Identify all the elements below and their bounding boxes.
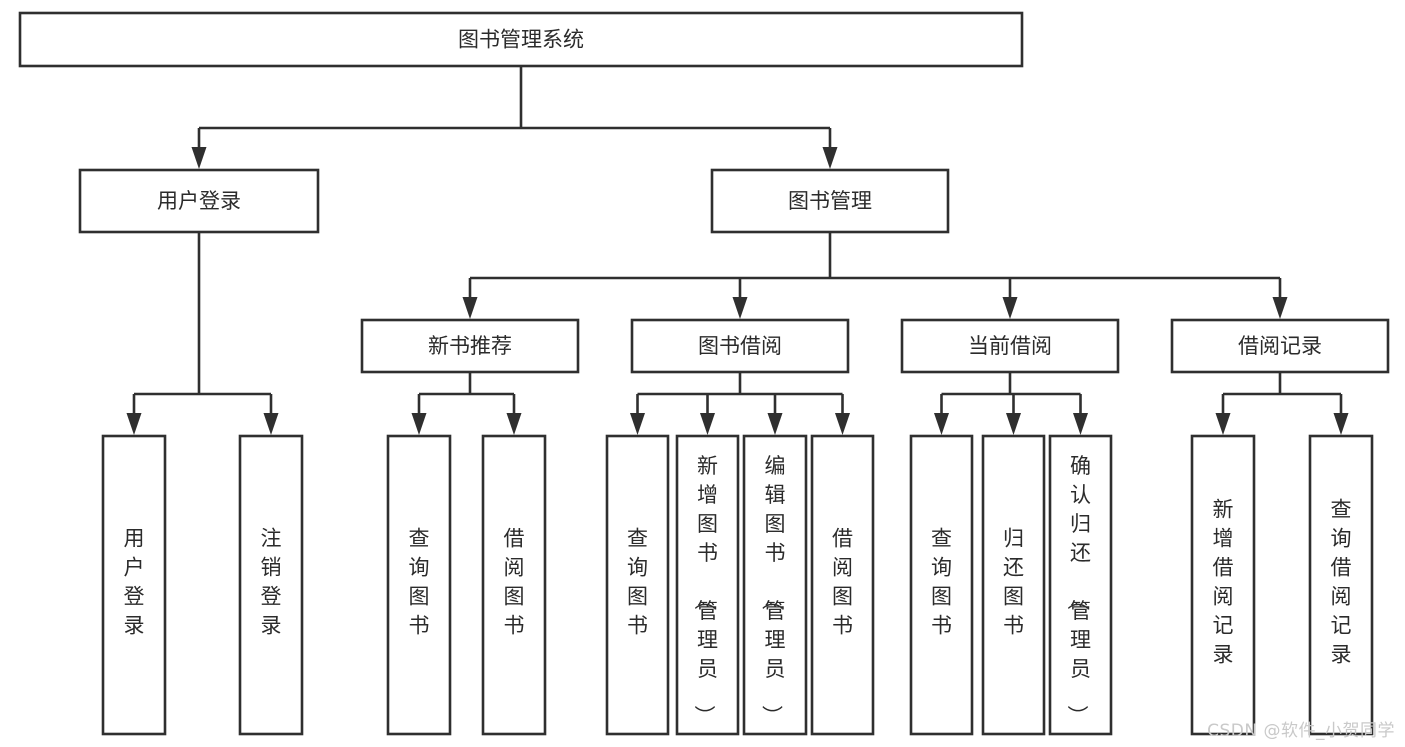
edge-arrowhead [822, 147, 838, 169]
node-box[interactable] [1170, 318, 1390, 374]
node-box[interactable] [630, 318, 850, 374]
node-new-book-rec[interactable]: 新书推荐 [360, 318, 580, 374]
edges-layer [126, 66, 1349, 435]
node-label: 查询图书 [627, 527, 648, 638]
node-leaf-user-logout[interactable]: 注销登录 [238, 434, 304, 736]
edge-arrowhead [191, 147, 207, 169]
edge-group-root [191, 66, 838, 169]
node-leaf-return-book[interactable]: 归还图书 [981, 434, 1046, 736]
node-box[interactable] [18, 11, 1024, 68]
node-label: 确认归还（管理员） [1065, 454, 1091, 726]
node-label: 图书管理 [788, 189, 872, 213]
node-box[interactable] [238, 434, 304, 736]
node-label: 归还图书 [1003, 527, 1024, 638]
node-box[interactable] [1190, 434, 1256, 736]
node-label: 当前借阅 [968, 334, 1052, 358]
node-box[interactable] [675, 434, 740, 736]
node-box[interactable] [742, 434, 808, 736]
node-label: 新增借阅记录 [1213, 498, 1234, 667]
node-current-borrow[interactable]: 当前借阅 [900, 318, 1120, 374]
node-leaf-borrow-book-a[interactable]: 借阅图书 [481, 434, 547, 736]
edge-group-current-borrow [934, 372, 1088, 435]
edge-arrowhead [1006, 413, 1021, 435]
node-box[interactable] [909, 434, 974, 736]
node-label: 编辑图书（管理员） [760, 454, 786, 726]
node-leaf-user-login[interactable]: 用户登录 [101, 434, 167, 736]
node-label: 新增图书（管理员） [692, 454, 718, 726]
node-root[interactable]: 图书管理系统 [18, 11, 1024, 68]
edge-arrowhead [263, 413, 279, 435]
edge-group-user-login [126, 232, 279, 435]
node-box[interactable] [900, 318, 1120, 374]
node-leaf-query-record[interactable]: 查询借阅记录 [1308, 434, 1374, 736]
node-leaf-add-record[interactable]: 新增借阅记录 [1190, 434, 1256, 736]
node-box[interactable] [101, 434, 167, 736]
edge-arrowhead [732, 297, 748, 319]
edge-arrowhead [411, 413, 427, 435]
node-leaf-borrow-book-b[interactable]: 借阅图书 [810, 434, 875, 736]
node-leaf-add-book[interactable]: 新增图书（管理员） [675, 434, 740, 736]
node-box[interactable] [981, 434, 1046, 736]
edge-arrowhead [1002, 297, 1018, 319]
edge-group-book-borrow [630, 372, 850, 435]
edge-arrowhead [767, 413, 783, 435]
node-label: 新书推荐 [428, 334, 512, 358]
node-label: 注销登录 [261, 527, 282, 638]
node-box[interactable] [710, 168, 950, 234]
node-label: 借阅记录 [1238, 334, 1322, 358]
edge-arrowhead [835, 413, 850, 435]
edge-arrowhead [1272, 297, 1288, 319]
node-label: 用户登录 [157, 189, 241, 213]
node-box[interactable] [360, 318, 580, 374]
edge-arrowhead [462, 297, 478, 319]
edge-arrowhead [934, 413, 949, 435]
node-label: 查询图书 [931, 527, 952, 638]
node-label: 借阅图书 [832, 527, 853, 638]
node-box[interactable] [386, 434, 452, 736]
node-leaf-edit-book[interactable]: 编辑图书（管理员） [742, 434, 808, 736]
edge-group-book-mgmt [462, 232, 1288, 319]
node-box[interactable] [605, 434, 670, 736]
node-label: 图书借阅 [698, 334, 782, 358]
node-leaf-query-book-c[interactable]: 查询图书 [909, 434, 974, 736]
node-label: 借阅图书 [504, 527, 525, 638]
csdn-watermark: CSDN @软件_小贺同学 [1207, 721, 1395, 741]
node-box[interactable] [78, 168, 320, 234]
nodes-layer: 图书管理系统用户登录图书管理新书推荐图书借阅当前借阅借阅记录用户登录注销登录查询… [18, 11, 1390, 736]
node-borrow-records[interactable]: 借阅记录 [1170, 318, 1390, 374]
edge-arrowhead [1073, 413, 1088, 435]
edge-arrowhead [1215, 413, 1231, 435]
edge-arrowhead [506, 413, 522, 435]
node-box[interactable] [1048, 434, 1113, 736]
node-label: 图书管理系统 [458, 28, 584, 52]
edge-group-borrow-records [1215, 372, 1349, 435]
edge-arrowhead [126, 413, 142, 435]
node-leaf-query-book-b[interactable]: 查询图书 [605, 434, 670, 736]
node-box[interactable] [810, 434, 875, 736]
node-leaf-confirm-return[interactable]: 确认归还（管理员） [1048, 434, 1113, 736]
node-book-mgmt[interactable]: 图书管理 [710, 168, 950, 234]
node-label: 查询借阅记录 [1331, 498, 1352, 667]
node-box[interactable] [481, 434, 547, 736]
node-user-login[interactable]: 用户登录 [78, 168, 320, 234]
edge-arrowhead [630, 413, 645, 435]
node-box[interactable] [1308, 434, 1374, 736]
edge-arrowhead [1333, 413, 1349, 435]
edge-arrowhead [700, 413, 715, 435]
node-book-borrow[interactable]: 图书借阅 [630, 318, 850, 374]
node-leaf-query-book-a[interactable]: 查询图书 [386, 434, 452, 736]
edge-group-new-book-rec [411, 372, 522, 435]
node-label: 查询图书 [409, 527, 430, 638]
node-label: 用户登录 [124, 527, 145, 638]
